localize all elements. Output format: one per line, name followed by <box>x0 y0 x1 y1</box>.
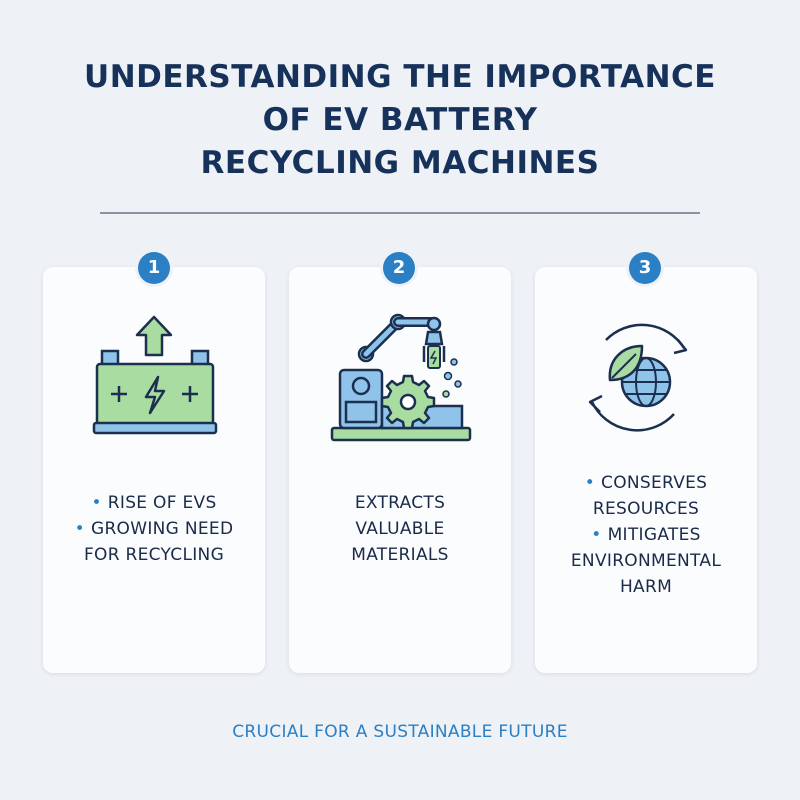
list-item-continuation: RESOURCES <box>592 499 700 519</box>
robotic-recycling-machine-icon <box>330 313 472 442</box>
card-2 <box>289 267 511 673</box>
list-item: •GROWING NEED <box>74 519 234 539</box>
list-item-continuation: FOR RECYCLING <box>83 545 225 565</box>
card-3 <box>535 267 757 673</box>
step-badge-3: 3 <box>629 252 661 284</box>
page-title: UNDERSTANDING THE IMPORTANCE OF EV BATTE… <box>40 56 760 185</box>
eco-globe-cycle-icon <box>588 323 688 432</box>
list-item: •RISE OF EVS <box>91 493 217 513</box>
step-badge-2: 2 <box>383 252 415 284</box>
list-item-continuation: HARM <box>619 577 673 597</box>
title-line-3: RECYCLING MACHINES <box>200 145 600 181</box>
battery-upgrade-icon <box>92 315 218 435</box>
title-line-2: OF EV BATTERY <box>262 102 538 138</box>
list-item-continuation: ENVIRONMENTAL <box>570 551 722 571</box>
list-item-continuation: VALUABLE <box>355 519 445 539</box>
card-1-text: •RISE OF EVS •GROWING NEED FOR RECYCLING <box>43 490 265 568</box>
list-item: •CONSERVES <box>584 473 708 493</box>
list-item: •MITIGATES <box>591 525 701 545</box>
footer-tagline: CRUCIAL FOR A SUSTAINABLE FUTURE <box>232 722 568 742</box>
list-item-continuation: MATERIALS <box>351 545 449 565</box>
title-divider <box>100 212 700 214</box>
card-2-text: EXTRACTS VALUABLE MATERIALS <box>289 490 511 568</box>
step-badge-1: 1 <box>138 252 170 284</box>
card-3-text: •CONSERVES RESOURCES •MITIGATES ENVIRONM… <box>535 470 757 600</box>
list-item: EXTRACTS <box>354 493 446 513</box>
title-line-1: UNDERSTANDING THE IMPORTANCE <box>84 59 716 95</box>
